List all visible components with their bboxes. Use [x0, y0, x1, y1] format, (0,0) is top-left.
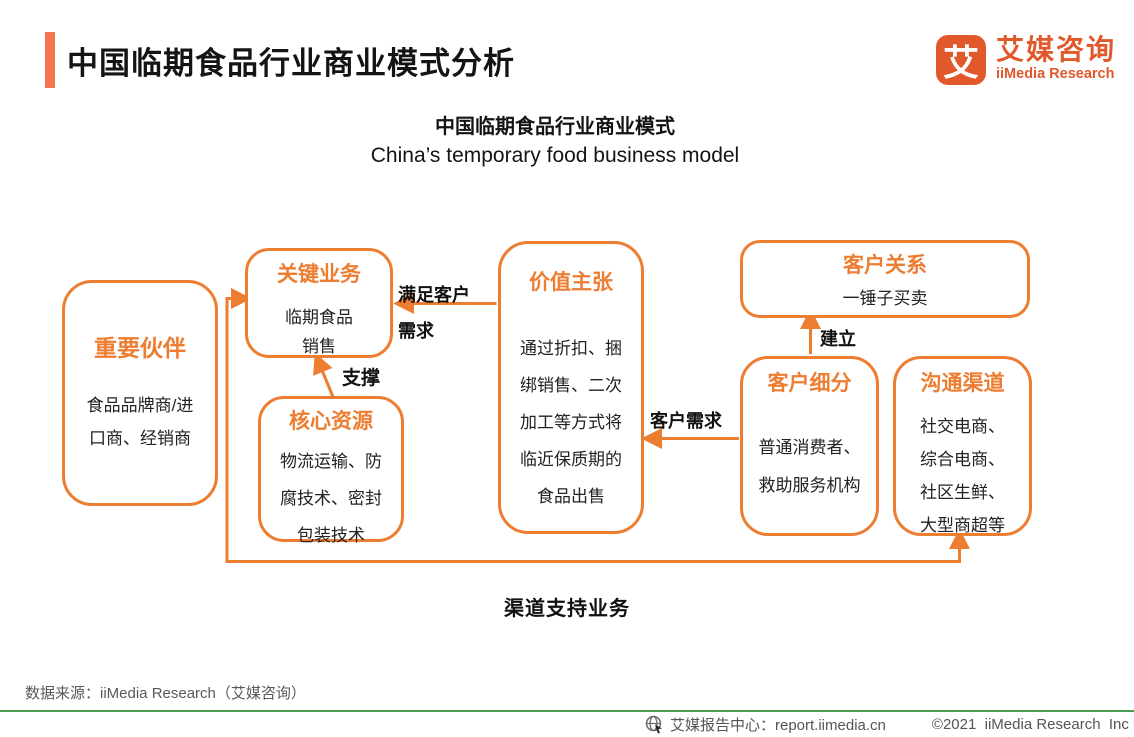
customer-relations-body: 一锤子买卖 — [743, 286, 1027, 312]
data-source-note: 数据来源：iiMedia Research（艾媒咨询） — [25, 685, 306, 702]
figure-title-en: China’s temporary food business model — [370, 144, 740, 167]
value-proposition-box: 价值主张 通过折扣、捆 绑销售、二次 加工等方式将 临近保质期的 食品出售 — [498, 241, 644, 534]
channels-line: 社区生鲜、 — [920, 483, 1005, 502]
value-proposition-line: 通过折扣、捆 — [520, 339, 622, 358]
logo-text: 艾媒咨询 iiMedia Research — [996, 34, 1117, 83]
value-proposition-body: 通过折扣、捆 绑销售、二次 加工等方式将 临近保质期的 食品出售 — [501, 330, 641, 515]
globe-icon — [645, 715, 662, 734]
customer-relations-line: 一锤子买卖 — [842, 289, 928, 308]
core-resources-title: 核心资源 — [289, 410, 373, 433]
key-activities-box: 关键业务 临期食品 销售 — [245, 248, 393, 358]
partners-line: 口商、经销商 — [89, 429, 191, 448]
iimedia-logo-icon: 艾 — [936, 35, 986, 85]
iimedia-logo: 艾 艾媒咨询 iiMedia Research — [936, 35, 1116, 85]
value-proposition-title: 价值主张 — [529, 271, 613, 294]
key-activities-line: 销售 — [302, 337, 336, 356]
figure-title-zh: 中国临期食品行业商业模式 — [435, 116, 675, 138]
customer-relations-box: 客户关系 一锤子买卖 — [740, 240, 1030, 318]
partners-line: 食品品牌商/进 — [86, 396, 194, 415]
core-resources-line: 腐技术、密封 — [280, 489, 382, 508]
partners-box: 重要伙伴 食品品牌商/进 口商、经销商 — [62, 280, 218, 506]
value-proposition-line: 食品出售 — [537, 487, 605, 506]
satisfy-demand-label-line: 满足客户 — [398, 285, 470, 305]
value-proposition-line: 加工等方式将 — [520, 413, 622, 432]
channels-line: 社交电商、 — [920, 417, 1005, 436]
core-resources-line: 包装技术 — [297, 526, 365, 545]
customer-demand-label: 客户需求 — [650, 411, 722, 431]
footer-report-center: 艾媒报告中心：report.iimedia.cn — [670, 717, 886, 734]
value-proposition-line: 临近保质期的 — [520, 450, 622, 469]
customer-relations-title: 客户关系 — [843, 254, 927, 277]
channels-line: 大型商超等 — [920, 516, 1005, 535]
core-resources-line: 物流运输、防 — [280, 452, 382, 471]
footer-copyright: ©2021 iiMedia Research Inc — [931, 716, 1129, 733]
channel-support-label: 渠道支持业务 — [504, 598, 630, 620]
partners-body: 食品品牌商/进 口商、经销商 — [65, 389, 215, 455]
customer-segments-line: 普通消费者、 — [758, 438, 861, 457]
value-proposition-line: 绑销售、二次 — [520, 376, 622, 395]
footer: 艾媒报告中心：report.iimedia.cn ©2021 iiMedia R… — [645, 712, 1129, 737]
channels-line: 综合电商、 — [920, 450, 1005, 469]
title-accent-bar — [45, 32, 55, 88]
figure-title: 中国临期食品行业商业模式 China’s temporary food busi… — [0, 110, 1110, 168]
customer-segments-title: 客户细分 — [767, 372, 852, 395]
footer-divider — [0, 710, 1134, 712]
core-resources-body: 物流运输、防 腐技术、密封 包装技术 — [261, 443, 401, 554]
satisfy-demand-label: 满足客户 需求 — [398, 277, 470, 349]
core-resources-box: 核心资源 物流运输、防 腐技术、密封 包装技术 — [258, 396, 404, 545]
key-activities-line: 临期食品 — [285, 308, 353, 327]
customer-segments-body: 普通消费者、 救助服务机构 — [743, 429, 876, 505]
key-activities-title: 关键业务 — [277, 263, 361, 286]
channels-box: 沟通渠道 社交电商、 综合电商、 社区生鲜、 大型商超等 — [893, 356, 1032, 536]
channels-body: 社交电商、 综合电商、 社区生鲜、 大型商超等 — [896, 410, 1029, 542]
partners-title: 重要伙伴 — [94, 335, 186, 361]
satisfy-demand-label-line: 需求 — [398, 321, 434, 341]
establish-label: 建立 — [820, 329, 856, 349]
logo-name-en: iiMedia Research — [996, 66, 1115, 82]
page-title: 中国临期食品行业商业模式分析 — [67, 46, 515, 81]
channels-title: 沟通渠道 — [920, 372, 1005, 395]
support-label: 支撑 — [342, 368, 381, 389]
customer-segments-box: 客户细分 普通消费者、 救助服务机构 — [740, 356, 879, 536]
key-activities-body: 临期食品 销售 — [248, 303, 390, 361]
logo-name-zh: 艾媒咨询 — [996, 34, 1117, 65]
customer-segments-line: 救助服务机构 — [758, 476, 861, 495]
arrow-support — [313, 352, 335, 398]
